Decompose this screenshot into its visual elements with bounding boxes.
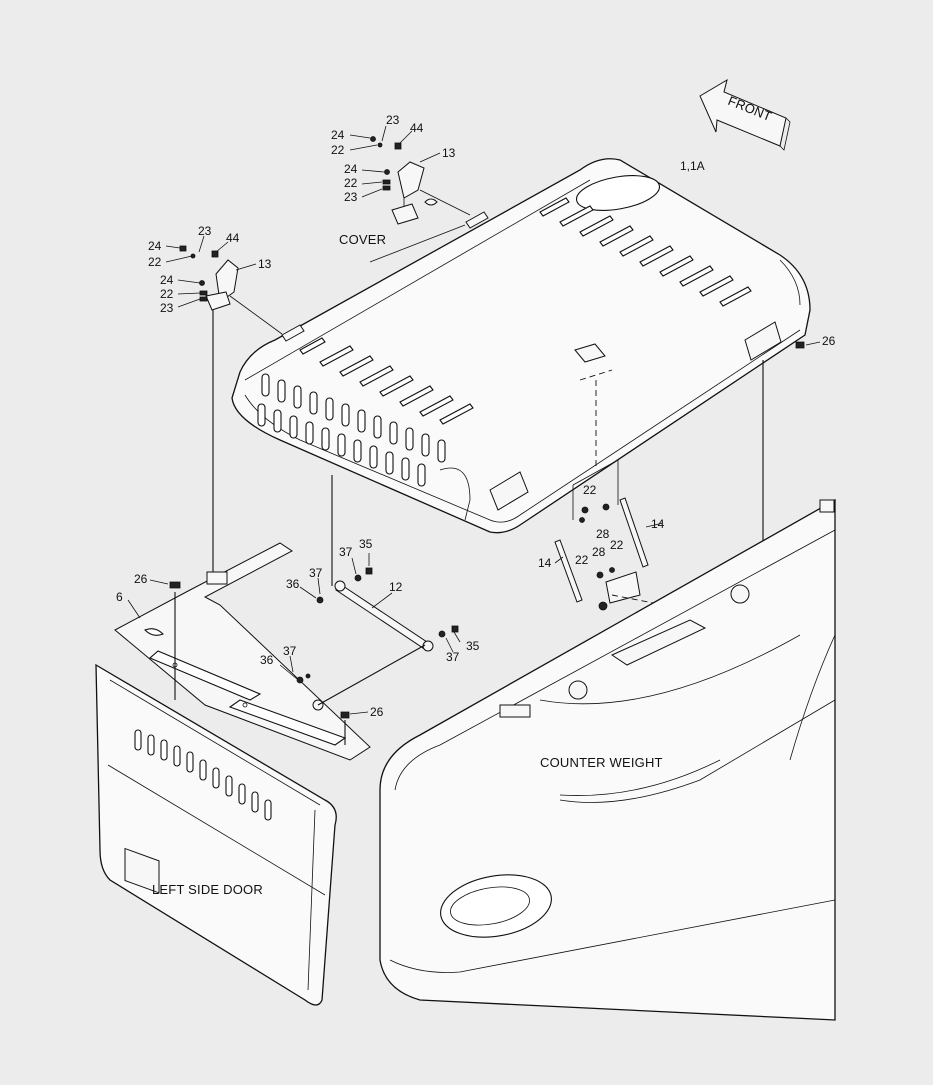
label-13-top: 13: [442, 146, 456, 160]
latch-assembly-top: [349, 125, 471, 263]
plate-6: [114, 542, 371, 761]
cover-stay-bracket: [574, 343, 606, 363]
latch-assembly-left: [165, 235, 283, 576]
label-28-a: 28: [596, 527, 610, 541]
label-part-1-1a: 1,1A: [680, 159, 705, 173]
label-23-top-a: 23: [386, 113, 400, 127]
label-37-b: 37: [309, 566, 323, 580]
engine-cover: [231, 158, 811, 534]
label-22-stay-c: 22: [575, 553, 589, 567]
cover-vents-left: [257, 373, 446, 487]
label-37-d: 37: [446, 650, 460, 664]
label-24-left-a: 24: [148, 239, 162, 253]
labels: COVER COUNTER WEIGHT LEFT SIDE DOOR 1,1A…: [116, 113, 836, 897]
label-14-right: 14: [651, 517, 665, 531]
label-13-left: 13: [258, 257, 272, 271]
label-cover: COVER: [339, 232, 386, 247]
label-6: 6: [116, 590, 123, 604]
stay-rod-12: [279, 475, 461, 711]
label-37-c: 37: [283, 644, 297, 658]
gas-springs-14: [554, 369, 691, 625]
label-24-left-b: 24: [160, 273, 174, 287]
label-22-stay-b: 22: [610, 538, 624, 552]
label-22-left-b: 22: [160, 287, 174, 301]
cover-hinge-right: [744, 321, 782, 361]
label-22-top-a: 22: [331, 143, 345, 157]
label-36-b: 36: [260, 653, 274, 667]
front-arrow: FRONT: [699, 78, 791, 151]
label-26-plate: 26: [134, 572, 148, 586]
door-vents: [134, 729, 272, 821]
label-left-side-door: LEFT SIDE DOOR: [152, 882, 263, 897]
label-22-stay-a: 22: [583, 483, 597, 497]
label-44-top: 44: [410, 121, 424, 135]
label-23-left-b: 23: [160, 301, 174, 315]
label-22-top-b: 22: [344, 176, 358, 190]
cover-hinge-left: [281, 324, 305, 342]
label-36-a: 36: [286, 577, 300, 591]
label-14-left: 14: [538, 556, 552, 570]
counter-weight: [379, 498, 836, 1021]
label-counter-weight: COUNTER WEIGHT: [540, 755, 663, 770]
label-12: 12: [389, 580, 403, 594]
label-28-b: 28: [592, 545, 606, 559]
cover-vents-top: [299, 197, 752, 425]
label-24-top-b: 24: [344, 162, 358, 176]
label-23-left-a: 23: [198, 224, 212, 238]
label-37-a: 37: [339, 545, 353, 559]
label-26-plate-lower: 26: [370, 705, 384, 719]
cover-hinge-top: [465, 211, 489, 229]
label-24-top-a: 24: [331, 128, 345, 142]
label-44-left: 44: [226, 231, 240, 245]
label-26-right: 26: [822, 334, 836, 348]
cover-hinge-front: [489, 471, 529, 511]
label-23-top-b: 23: [344, 190, 358, 204]
label-35-a: 35: [359, 537, 373, 551]
label-22-left-a: 22: [148, 255, 162, 269]
label-35-b: 35: [466, 639, 480, 653]
left-side-door: [95, 663, 337, 1006]
